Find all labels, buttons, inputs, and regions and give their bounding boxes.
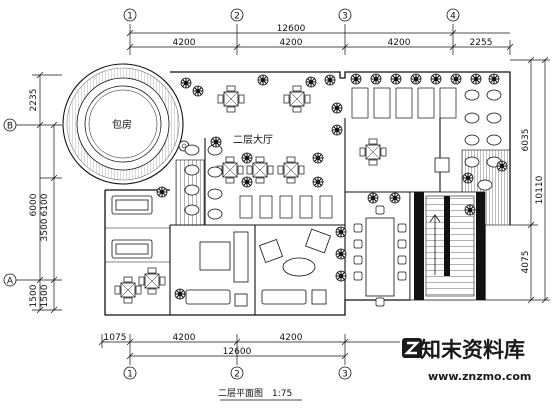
left-dim-mid-c: 3500 — [40, 218, 50, 241]
bottom-dim-seg2: 4200 — [280, 333, 303, 343]
bottom-dim-seg1: 4200 — [173, 333, 196, 343]
axis-bubble-left-a: A — [3, 273, 17, 287]
top-dim-total: 12600 — [277, 24, 306, 34]
staircase — [409, 157, 486, 301]
top-dim-seg2: 4200 — [280, 38, 303, 48]
right-dim-lower: 4075 — [521, 251, 531, 274]
top-dim-seg3: 4200 — [388, 38, 411, 48]
watermark: 知末资料库 www.znzmo.com — [402, 338, 531, 383]
top-dim-seg1: 4200 — [173, 38, 196, 48]
right-dim-upper: 6035 — [521, 129, 531, 152]
left-dim-bot-a: 1500 — [29, 284, 39, 307]
left-dim-top: 2235 — [29, 89, 39, 112]
svg-text:3: 3 — [342, 12, 348, 22]
svg-text:3: 3 — [342, 370, 348, 380]
svg-text:A: A — [7, 277, 14, 287]
svg-text:1: 1 — [127, 12, 133, 22]
svg-text:B: B — [7, 122, 13, 132]
table-center-right — [359, 138, 387, 166]
axis-bubble-top-4: 4 — [446, 8, 460, 22]
dining-table-left-wing — [138, 267, 166, 295]
booth-seats-hall — [239, 195, 333, 219]
watermark-logo-icon — [402, 338, 422, 358]
left-dim-mid-b: 6100 — [40, 193, 50, 216]
private-room — [62, 63, 190, 185]
lounge-room-right — [258, 228, 331, 305]
booth-row — [351, 87, 457, 119]
drawing-title: 二层平面图 — [218, 388, 263, 399]
right-dimensions — [485, 56, 550, 304]
axis-bubble-top-2: 2 — [230, 8, 244, 22]
axis-bubble-top-1: 1 — [123, 8, 137, 22]
axis-bubble-bottom-2: 2 — [230, 366, 244, 380]
axis-bubble-bottom-1: 1 — [123, 366, 137, 380]
axis-bubble-left-b: B — [3, 118, 17, 132]
hall-label: 二层大厅 — [233, 133, 273, 146]
bottom-dim-total: 12600 — [223, 347, 252, 357]
axis-bubble-top-3: 3 — [338, 8, 352, 22]
drawing-scale: 1:75 — [272, 389, 292, 399]
left-wing — [105, 195, 170, 263]
right-dim-total: 10110 — [535, 175, 545, 204]
watermark-url: www.znzmo.com — [428, 370, 531, 383]
svg-text:2: 2 — [234, 12, 240, 22]
top-dimensions — [126, 24, 514, 55]
lounge-room-mid — [185, 231, 249, 307]
left-dimensions — [10, 71, 62, 314]
left-dim-mid-a: 6000 — [29, 193, 39, 216]
bottom-dimensions — [98, 334, 400, 365]
private-room-label: 包房 — [112, 118, 132, 131]
long-table-room — [353, 205, 407, 307]
watermark-logo-text: 知末资料库 — [420, 338, 525, 362]
left-dim-bot-b: 1500 — [40, 284, 50, 307]
svg-text:1: 1 — [127, 370, 133, 380]
svg-text:2: 2 — [234, 370, 240, 380]
bottom-dim-left-ext: 1075 — [104, 333, 127, 343]
top-dim-right-ext: 2255 — [470, 38, 493, 48]
svg-text:4: 4 — [450, 12, 456, 22]
dining-table-left-wing-2 — [114, 276, 142, 304]
axis-bubble-bottom-3: 3 — [338, 366, 352, 380]
